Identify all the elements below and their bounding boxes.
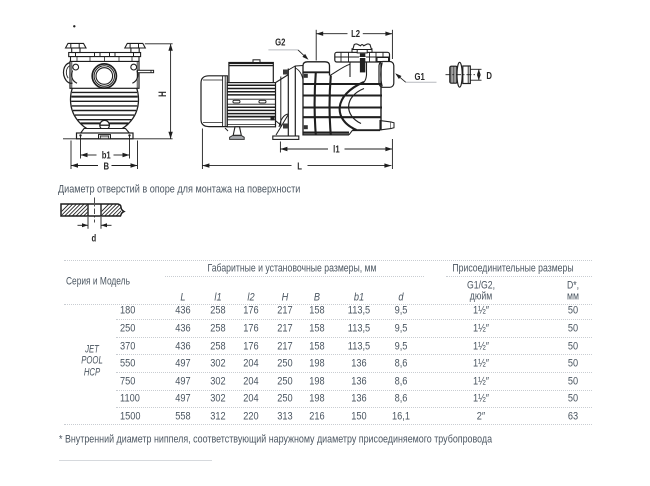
svg-text:B: B bbox=[104, 160, 110, 171]
svg-text:G2: G2 bbox=[275, 37, 285, 48]
svg-text:d: d bbox=[91, 232, 96, 243]
svg-text:L: L bbox=[297, 160, 302, 171]
svg-text:L2: L2 bbox=[351, 28, 360, 39]
svg-text:G1: G1 bbox=[414, 71, 424, 82]
svg-text:H: H bbox=[157, 91, 170, 97]
svg-text:D: D bbox=[486, 70, 492, 81]
svg-text:l1: l1 bbox=[333, 144, 339, 155]
svg-text:b1: b1 bbox=[102, 149, 111, 160]
